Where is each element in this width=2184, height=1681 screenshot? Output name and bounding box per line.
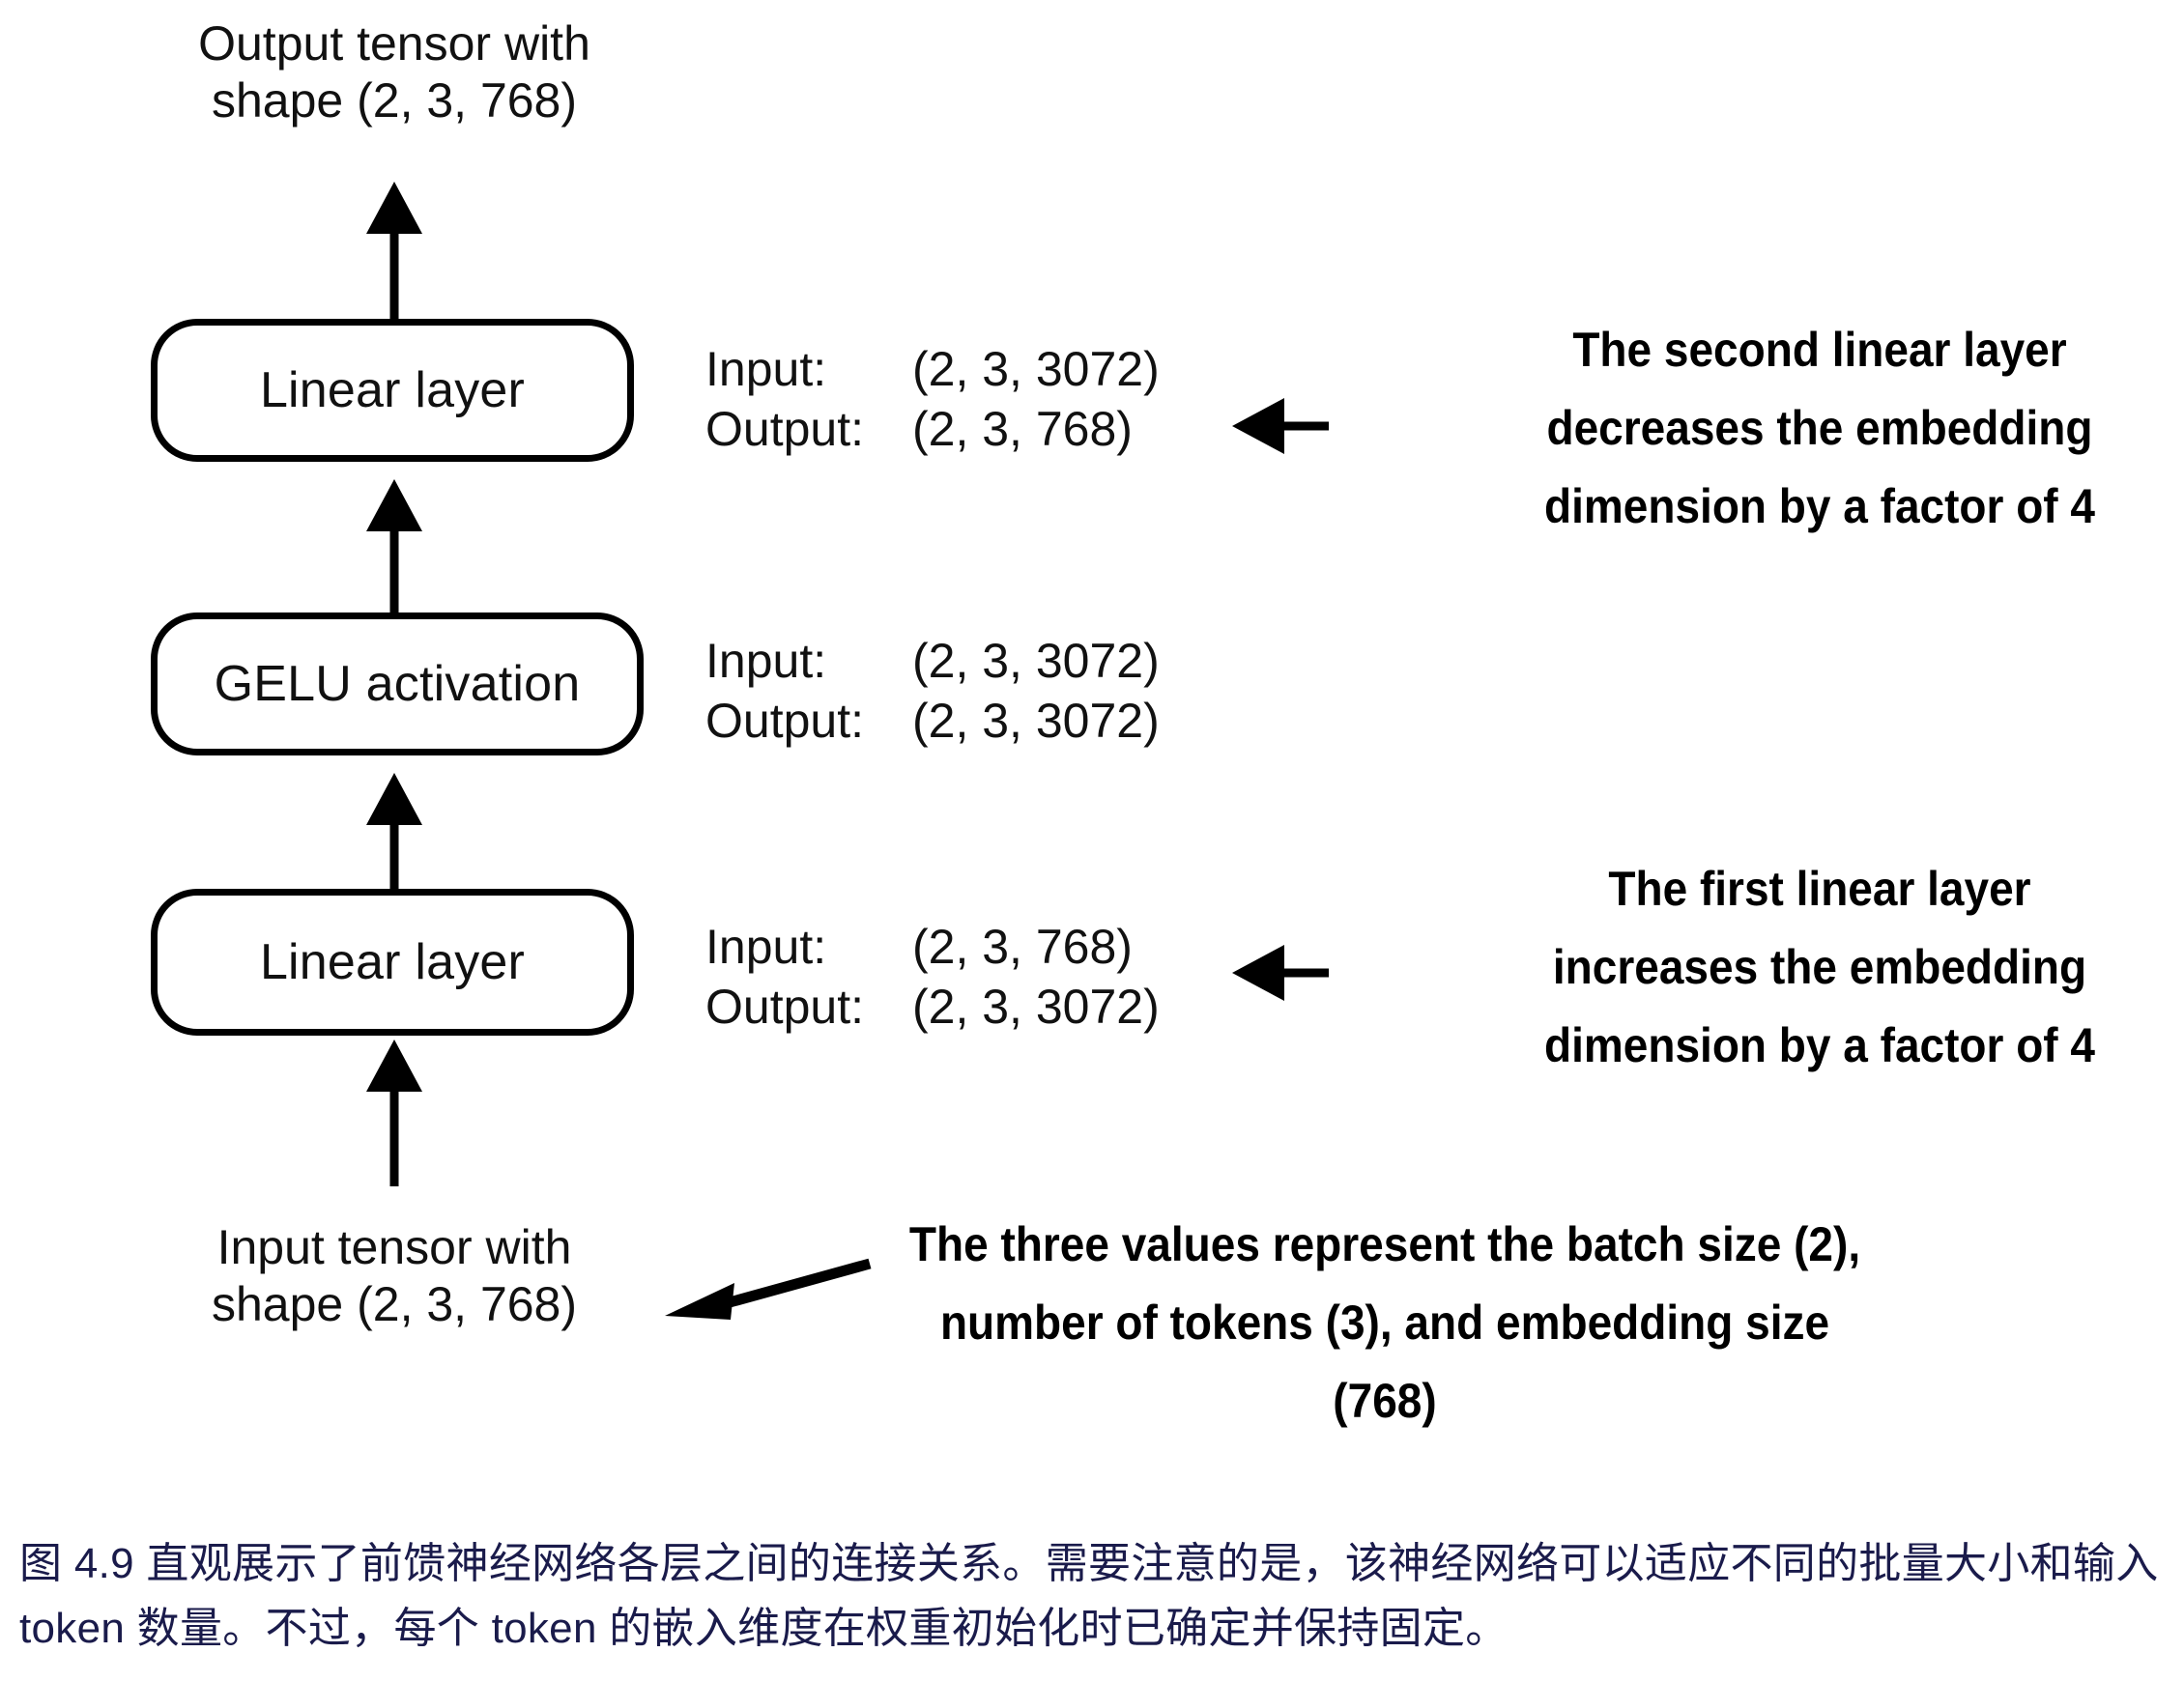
io-spec-gelu-activation: Input: (2, 3, 3072) Output: (2, 3, 3072) [705,632,1160,750]
annotation-shape-values-note: The three values represent the batch siz… [856,1206,1914,1440]
output-tensor-label: Output tensor with shape (2, 3, 768) [198,16,590,128]
arrow-second-linear-note [1232,398,1329,454]
arrow-gelu-to-linear2 [365,479,423,616]
annotation-second-linear-note: The second linear layer decreases the em… [1513,311,2127,546]
io-input-value: (2, 3, 768) [912,920,1133,974]
io-output-key: Output: [705,694,864,748]
io-output-value: (2, 3, 3072) [912,694,1160,748]
block-gelu-activation[interactable]: GELU activation [151,613,644,755]
annotation-line: decreases the embedding [1546,401,2093,455]
annotation-line: dimension by a factor of 4 [1544,1018,2095,1072]
block-gelu-activation-label: GELU activation [214,656,581,712]
arrow-output-up [365,182,423,325]
annotation-line: The three values represent the batch siz… [908,1217,1861,1271]
io-input-value: (2, 3, 3072) [912,634,1160,688]
arrow-shape-values-note [665,1258,872,1320]
io-input-key: Input: [705,634,827,688]
io-spec-linear-layer-1: Input: (2, 3, 768) Output: (2, 3, 3072) [705,918,1160,1036]
input-tensor-label: Input tensor with shape (2, 3, 768) [211,1220,578,1331]
block-linear-layer-1-label: Linear layer [259,934,526,990]
io-input-key: Input: [705,342,827,396]
io-input-key: Input: [705,920,827,974]
annotation-first-linear-note: The first linear layer increases the emb… [1513,850,2127,1085]
arrow-linear1-to-gelu [365,773,423,891]
io-output-value: (2, 3, 3072) [912,980,1160,1034]
block-linear-layer-2-label: Linear layer [259,362,526,418]
io-output-key: Output: [705,980,864,1034]
annotation-line: The second linear layer [1572,323,2067,377]
arrow-input-to-linear1 [365,1040,423,1186]
annotation-line: The first linear layer [1608,862,2031,916]
io-input-value: (2, 3, 3072) [912,342,1160,396]
block-linear-layer-1[interactable]: Linear layer [151,889,634,1036]
io-spec-linear-layer-2: Input: (2, 3, 3072) Output: (2, 3, 768) [705,340,1160,458]
arrow-first-linear-note [1232,945,1329,1001]
figure-caption: 图 4.9 直观展示了前馈神经网络各层之间的连接关系。需要注意的是，该神经网络可… [19,1540,2159,1652]
annotation-line: dimension by a factor of 4 [1544,479,2095,533]
annotation-line: (768) [1333,1374,1437,1428]
annotation-line: number of tokens (3), and embedding size [939,1296,1830,1350]
block-linear-layer-2[interactable]: Linear layer [151,319,634,462]
io-output-key: Output: [705,402,864,456]
annotation-line: increases the embedding [1552,940,2087,994]
io-output-value: (2, 3, 768) [912,402,1133,456]
